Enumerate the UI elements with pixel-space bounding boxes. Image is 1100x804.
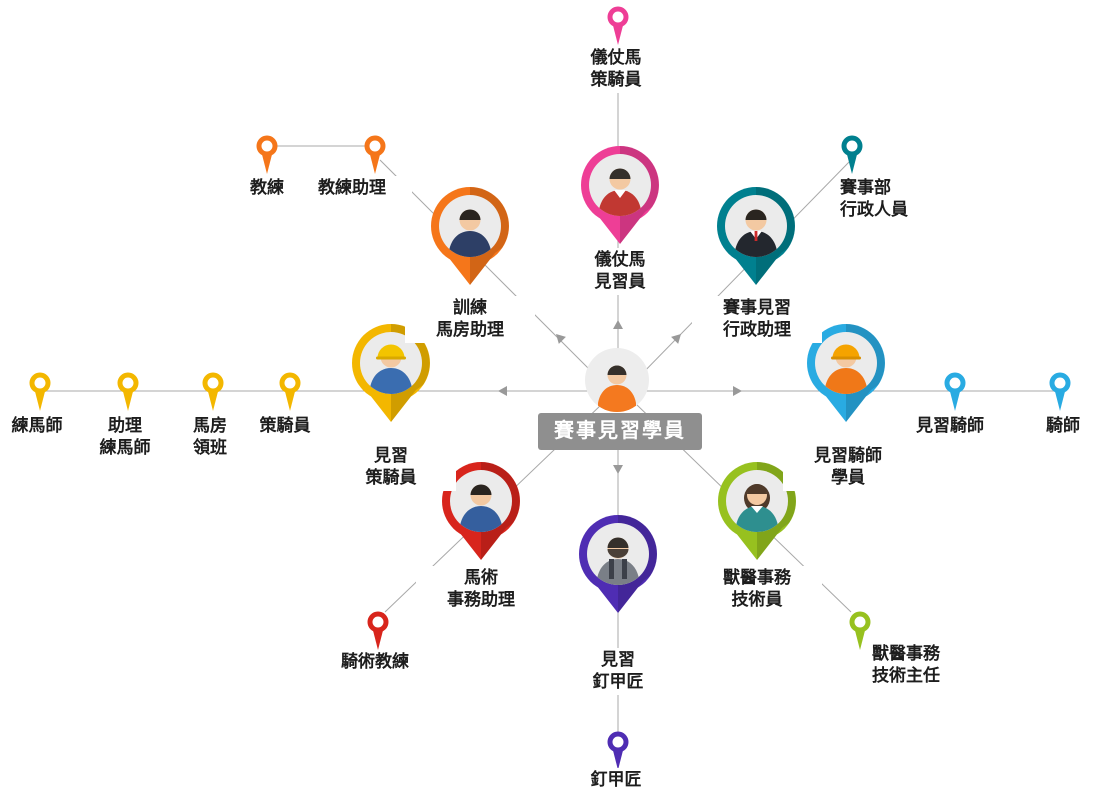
avatar [825,344,867,394]
label-training-stable: 訓練 馬房助理 [405,296,535,343]
map-pin-icon [807,324,885,422]
label-stable-foreman: 馬房 領班 [160,414,260,461]
label-coach: 教練 [217,176,317,201]
label-ceremonial-trainee: 儀仗馬 見習員 [555,248,685,295]
avatar [370,344,412,394]
pin-racing-dept-admin [837,134,867,181]
pin-stable-foreman [198,371,228,418]
label-ceremonial-rider: 儀仗馬 策騎員 [551,46,681,93]
pin-apprentice-jockey-trainee [801,322,891,431]
pin-apprentice-work-rider [346,322,436,431]
map-pin-icon [352,324,430,422]
label-vet-technician: 獸醫事務 技術員 [692,566,822,613]
pin-coach [252,134,282,181]
pin-racing-admin-assistant [711,185,801,294]
avatar [597,537,639,585]
avatar [599,168,641,216]
pin-jockey [1045,371,1075,418]
avatar [460,484,502,532]
map-pin-icon [579,515,657,613]
pin-training-stable-assistant [425,185,515,294]
avatar [735,209,777,257]
label-racing-dept-admin: 賽事部 行政人員 [838,176,958,223]
label-jockey: 騎師 [1027,414,1099,439]
label-vet-supervisor: 獸醫事務 技術主任 [870,642,1000,689]
label-trainer: 練馬師 [2,414,72,439]
label-racing-admin: 賽事見習 行政助理 [692,296,822,343]
map-pin-icon [581,146,659,244]
label-assistant-trainer: 助理 練馬師 [75,414,175,461]
label-jockey-trainee: 見習騎師 學員 [783,444,913,491]
label-riding-instructor: 騎術教練 [325,650,425,675]
pin-veterinary-supervisor [845,610,875,657]
pin-ceremonial-rider [603,5,633,52]
avatar [449,209,491,257]
pin-farrier [603,730,633,777]
pin-riding-instructor [363,610,393,657]
trainee-avatar-icon [585,348,649,412]
small-pin-icon [607,6,629,45]
center-role-label: 賽事見習學員 [538,413,702,450]
map-pin-icon [442,462,520,560]
label-apprentice-jockey: 見習騎師 [900,414,1000,439]
pin-apprentice-jockey [940,371,970,418]
label-equestrian-assistant: 馬術 事務助理 [416,566,546,613]
map-pin-icon [717,187,795,285]
pin-apprentice-farrier [573,513,663,622]
pin-assistant-trainer [113,371,143,418]
label-apprentice-work-rider: 見習 策騎員 [326,444,456,491]
center-avatar [585,348,649,417]
pin-assistant-trainer-coach [360,134,390,181]
map-pin-icon [431,187,509,285]
pin-trainer [25,371,55,418]
avatar [736,484,778,532]
pin-work-rider [275,371,305,418]
label-apprentice-farrier: 見習 釘甲匠 [553,648,683,695]
pin-ceremonial-trainee [575,144,665,253]
pin-equestrian-affairs-assistant [436,460,526,569]
label-farrier: 釘甲匠 [566,768,666,793]
